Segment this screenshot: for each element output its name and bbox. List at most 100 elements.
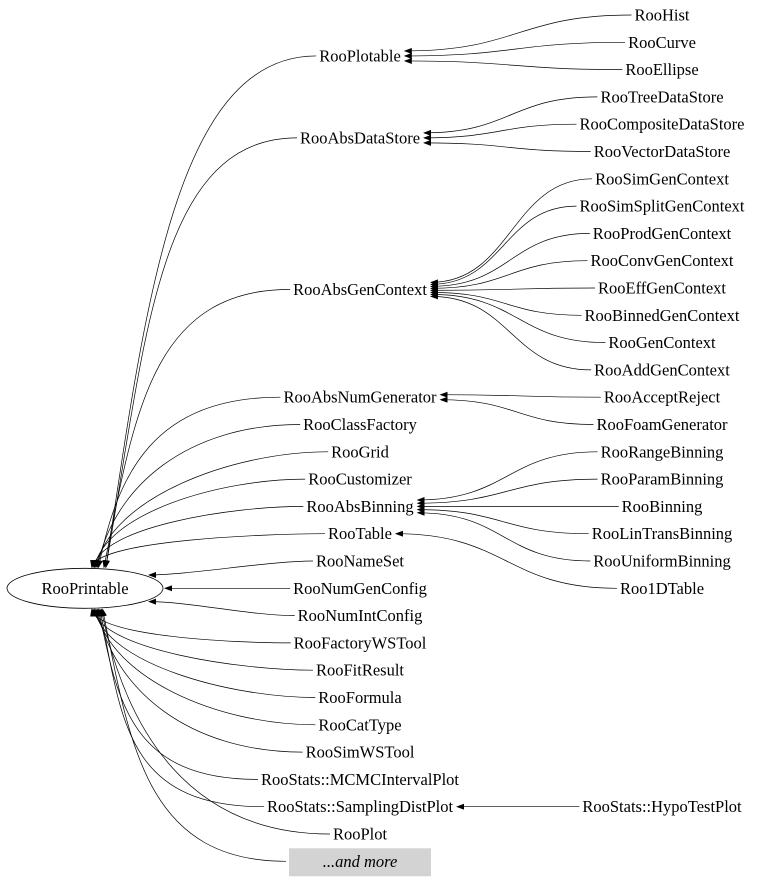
node-roofoamgenerator[interactable]: RooFoamGenerator xyxy=(596,415,728,434)
edge-roofoamgenerator-to-rooabsnumgenerator xyxy=(439,396,594,425)
edge-roovectordatastore-to-rooabsdatastore xyxy=(423,139,591,152)
node-roocattype-label: RooCatType xyxy=(318,715,401,734)
node-roosimsplitgencontext[interactable]: RooSimSplitGenContext xyxy=(579,197,744,216)
node-roonumgenconfig-label: RooNumGenConfig xyxy=(293,579,427,598)
node-rooellipse[interactable]: RooEllipse xyxy=(625,60,698,79)
node-roohist-label: RooHist xyxy=(634,6,689,25)
node-rooeffgencontext[interactable]: RooEffGenContext xyxy=(598,279,726,298)
edge-rooparambinning-to-rooabsbinning xyxy=(416,478,598,507)
edge-rooconvgencontext-to-rooabsgencontext xyxy=(429,260,588,292)
root-node-label: RooPrintable xyxy=(41,579,128,598)
node-roostats-hypotestplot[interactable]: RooStats::HypoTestPlot xyxy=(582,797,742,816)
node-roostats-samplingdistplot[interactable]: RooStats::SamplingDistPlot xyxy=(267,797,454,816)
node-roofitresult[interactable]: RooFitResult xyxy=(316,661,404,680)
edge-rooabsgencontext-to-rooprintable xyxy=(102,289,291,569)
node-rooparambinning-label: RooParamBinning xyxy=(601,470,724,489)
edge-roosimgencontext-to-rooabsgencontext xyxy=(429,178,593,286)
node-rooacceptreject[interactable]: RooAcceptReject xyxy=(604,388,721,407)
node-roolintransbinning[interactable]: RooLinTransBinning xyxy=(592,524,733,543)
node-rooabsgencontext[interactable]: RooAbsGenContext xyxy=(293,280,427,299)
node-rooabsnumgenerator-label: RooAbsNumGenerator xyxy=(283,388,437,407)
node-roofactorywstool[interactable]: RooFactoryWSTool xyxy=(294,633,427,652)
edge-rooclassfactory-to-rooprintable xyxy=(95,424,301,569)
node-roorangebinning[interactable]: RooRangeBinning xyxy=(601,442,724,461)
node-rooprintable[interactable]: RooPrintable xyxy=(6,567,164,609)
node-rooformula[interactable]: RooFormula xyxy=(318,688,402,707)
edge-and-more-to-rooprintable xyxy=(101,608,287,862)
node-rooplotable[interactable]: RooPlotable xyxy=(319,46,401,65)
node-roosimwstool[interactable]: RooSimWSTool xyxy=(306,743,415,762)
node-roonameset[interactable]: RooNameSet xyxy=(316,552,404,571)
node-roofactorywstool-label: RooFactoryWSTool xyxy=(294,633,427,652)
node-roocurve-label: RooCurve xyxy=(628,33,696,52)
node-roonumgenconfig[interactable]: RooNumGenConfig xyxy=(293,579,427,598)
node-roobinning[interactable]: RooBinning xyxy=(622,497,703,516)
node-roosimwstool-label: RooSimWSTool xyxy=(306,743,415,762)
node-roogrid[interactable]: RooGrid xyxy=(331,442,390,461)
node-rooabsnumgenerator[interactable]: RooAbsNumGenerator xyxy=(283,388,437,407)
node-roofitresult-label: RooFitResult xyxy=(316,661,404,680)
edge-roostats-samplingdistplot-to-rooprintable xyxy=(98,608,264,808)
node-rooconvgencontext[interactable]: RooConvGenContext xyxy=(591,251,734,270)
edge-rootreedatastore-to-rooabsdatastore xyxy=(423,96,598,136)
edge-rooplot-to-rooprintable xyxy=(99,608,330,835)
node-rooformula-label: RooFormula xyxy=(318,688,402,707)
more-node[interactable]: ...and more xyxy=(289,848,431,877)
edge-roocustomizer-to-rooprintable xyxy=(92,478,306,569)
node-roocompositedatastore[interactable]: RooCompositeDataStore xyxy=(580,115,745,134)
edge-rooformula-to-rooprintable xyxy=(92,608,316,698)
node-roohist[interactable]: RooHist xyxy=(634,6,689,25)
node-roonameset-label: RooNameSet xyxy=(316,552,404,571)
node-roocustomizer[interactable]: RooCustomizer xyxy=(308,470,412,489)
node-roobinnedgencontext[interactable]: RooBinnedGenContext xyxy=(585,306,740,325)
node-roovectordatastore[interactable]: RooVectorDataStore xyxy=(594,142,731,161)
edge-rooellipse-to-rooplotable xyxy=(403,57,623,70)
node-rooclassfactory[interactable]: RooClassFactory xyxy=(303,415,417,434)
node-roostats-mcmcintervalplot[interactable]: RooStats::MCMCIntervalPlot xyxy=(261,770,459,789)
node-roorangebinning-label: RooRangeBinning xyxy=(601,442,724,461)
node-roocurve[interactable]: RooCurve xyxy=(628,33,696,52)
edge-roofitresult-to-rooprintable xyxy=(91,608,313,671)
node-roostats-samplingdistplot-label: RooStats::SamplingDistPlot xyxy=(267,797,454,816)
edge-roorangebinning-to-rooabsbinning xyxy=(416,451,598,503)
node-roogrid-label: RooGrid xyxy=(331,442,390,461)
edge-rooplotable-to-rooprintable xyxy=(103,55,317,569)
edge-rooacceptreject-to-rooabsnumgenerator xyxy=(439,391,601,398)
edge-roo1dtable-to-rootable xyxy=(394,530,617,589)
node-rooeffgencontext-label: RooEffGenContext xyxy=(598,279,726,298)
node-roostats-hypotestplot-label: RooStats::HypoTestPlot xyxy=(582,797,742,816)
node-rooclassfactory-label: RooClassFactory xyxy=(303,415,417,434)
edge-rootable-to-rooprintable xyxy=(90,533,326,569)
edge-roofactorywstool-to-rooprintable xyxy=(90,608,291,644)
edge-roolintransbinning-to-rooabsbinning xyxy=(416,506,589,535)
node-roogencontext[interactable]: RooGenContext xyxy=(608,333,716,352)
node-roouniformbinning-label: RooUniformBinning xyxy=(593,552,731,571)
node-rooellipse-label: RooEllipse xyxy=(625,60,698,79)
node-roosimgencontext[interactable]: RooSimGenContext xyxy=(595,169,729,188)
node-rooparambinning[interactable]: RooParamBinning xyxy=(601,470,724,489)
node-roobinnedgencontext-label: RooBinnedGenContext xyxy=(585,306,740,325)
node-rooaddgencontext[interactable]: RooAddGenContext xyxy=(594,360,730,379)
node-roogencontext-label: RooGenContext xyxy=(608,333,716,352)
node-rooprodgencontext[interactable]: RooProdGenContext xyxy=(593,224,732,243)
node-rooplot[interactable]: RooPlot xyxy=(333,825,388,844)
node-rooabsgencontext-label: RooAbsGenContext xyxy=(293,280,427,299)
edge-rooabsdatastore-to-rooprintable xyxy=(104,137,297,569)
node-rootable[interactable]: RooTable xyxy=(328,524,392,543)
node-roo1dtable[interactable]: Roo1DTable xyxy=(620,579,704,598)
edge-rooabsbinning-to-rooprintable xyxy=(91,506,304,569)
node-rootreedatastore-label: RooTreeDataStore xyxy=(600,87,723,106)
node-rooabsbinning[interactable]: RooAbsBinning xyxy=(306,497,413,516)
node-roovectordatastore-label: RooVectorDataStore xyxy=(594,142,731,161)
edge-roocompositedatastore-to-rooabsdatastore xyxy=(423,123,577,141)
edge-roosimwstool-to-rooprintable xyxy=(95,608,303,753)
node-roonumintconfig[interactable]: RooNumIntConfig xyxy=(298,606,423,625)
edge-roohist-to-rooplotable xyxy=(403,14,632,54)
node-rooabsdatastore[interactable]: RooAbsDataStore xyxy=(300,128,420,147)
edge-roouniformbinning-to-rooabsbinning xyxy=(416,509,591,562)
node-rootreedatastore[interactable]: RooTreeDataStore xyxy=(600,87,723,106)
node-rooacceptreject-label: RooAcceptReject xyxy=(604,388,721,407)
node-roouniformbinning[interactable]: RooUniformBinning xyxy=(593,552,731,571)
node-roocattype[interactable]: RooCatType xyxy=(318,715,401,734)
